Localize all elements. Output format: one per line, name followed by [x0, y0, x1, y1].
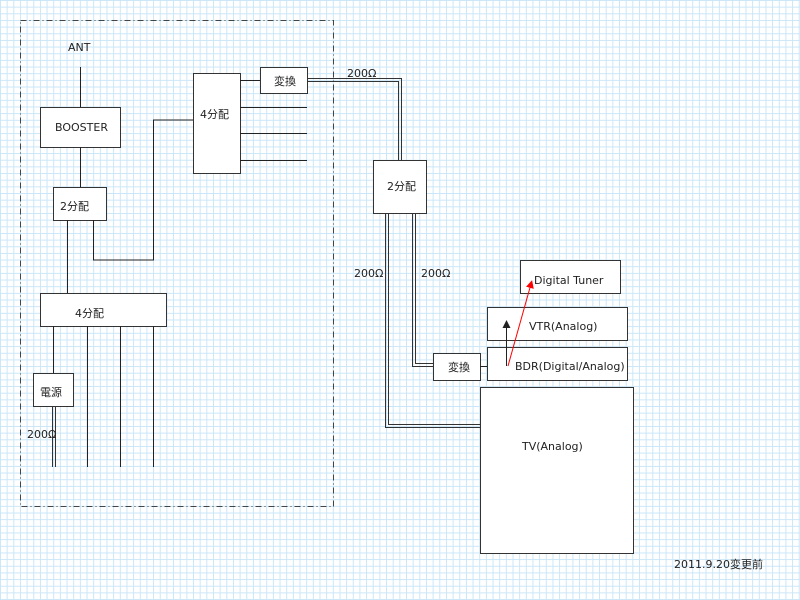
ohm-label-right: 200Ω: [421, 267, 450, 280]
ohm-label-left: 200Ω: [354, 267, 383, 280]
vtr-label: VTR(Analog): [529, 320, 597, 333]
tv-label: TV(Analog): [521, 440, 583, 453]
splitter4-bottom-box[interactable]: [40, 293, 167, 327]
ohm-label-power: 200Ω: [27, 428, 56, 441]
ohm-label-top: 200Ω: [347, 67, 376, 80]
booster-box[interactable]: [40, 107, 121, 148]
digital-tuner-label: Digital Tuner: [534, 274, 604, 287]
splitter2-right-box[interactable]: [373, 160, 427, 214]
feeder-top-line-b: [307, 81, 399, 160]
feeder-to-converter-line-a: [412, 213, 433, 367]
building-boundary: [20, 20, 334, 507]
bdr-label: BDR(Digital/Analog): [515, 360, 625, 373]
feeder-to-tv-line-b: [388, 213, 493, 425]
tv-box[interactable]: [480, 387, 634, 554]
date-note: 2011.9.20変更前: [674, 557, 763, 571]
vtr-box[interactable]: [487, 307, 628, 341]
converter-top-label: 変換: [274, 74, 296, 88]
splitter4-bottom-label: 4分配: [75, 307, 104, 320]
converter-bottom-label: 変換: [448, 360, 470, 374]
antenna-label: ANT: [68, 41, 91, 54]
splitter4-top-box[interactable]: [193, 73, 241, 174]
power-supply-box[interactable]: [33, 373, 74, 407]
booster-label: BOOSTER: [55, 121, 108, 134]
power-supply-label: 電源: [40, 385, 62, 399]
feeder-top-line-a: [307, 78, 402, 160]
splitter2-to-splitter4-top-line: [93, 119, 193, 261]
splitter2-left-label: 2分配: [60, 200, 89, 213]
splitter2-left-box[interactable]: [53, 187, 107, 221]
splitter2-right-label: 2分配: [387, 180, 416, 193]
bdr-box[interactable]: [487, 347, 628, 381]
feeder-to-tv-line-a: [385, 213, 493, 428]
splitter4-top-label: 4分配: [200, 108, 229, 121]
bdr-to-digital-tuner-arrow: [507, 280, 534, 367]
converter-bottom-box[interactable]: [433, 353, 481, 381]
converter-top-box[interactable]: [260, 67, 308, 94]
digital-tuner-box[interactable]: [520, 260, 621, 294]
feeder-to-converter-line-b: [415, 213, 433, 364]
